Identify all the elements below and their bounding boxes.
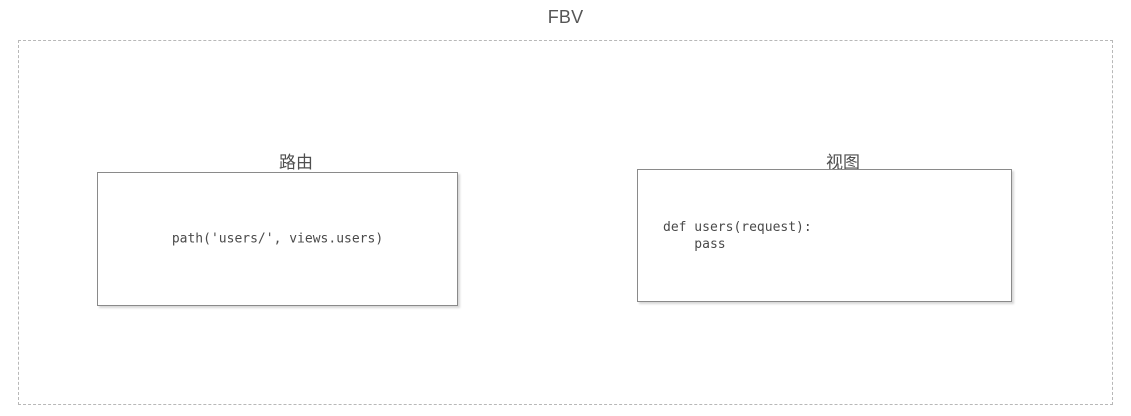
route-code-text: path('users/', views.users) (171, 231, 384, 247)
column-label-route: 路由 (279, 153, 313, 172)
route-code-box: path('users/', views.users) (97, 172, 458, 306)
fbv-group-container: 路由 视图 (18, 40, 1113, 405)
diagram-title: FBV (547, 7, 584, 27)
view-code-text: def users(request): pass (663, 219, 812, 252)
view-code-box: def users(request): pass (637, 169, 1012, 302)
column-label-view: 视图 (826, 153, 860, 172)
